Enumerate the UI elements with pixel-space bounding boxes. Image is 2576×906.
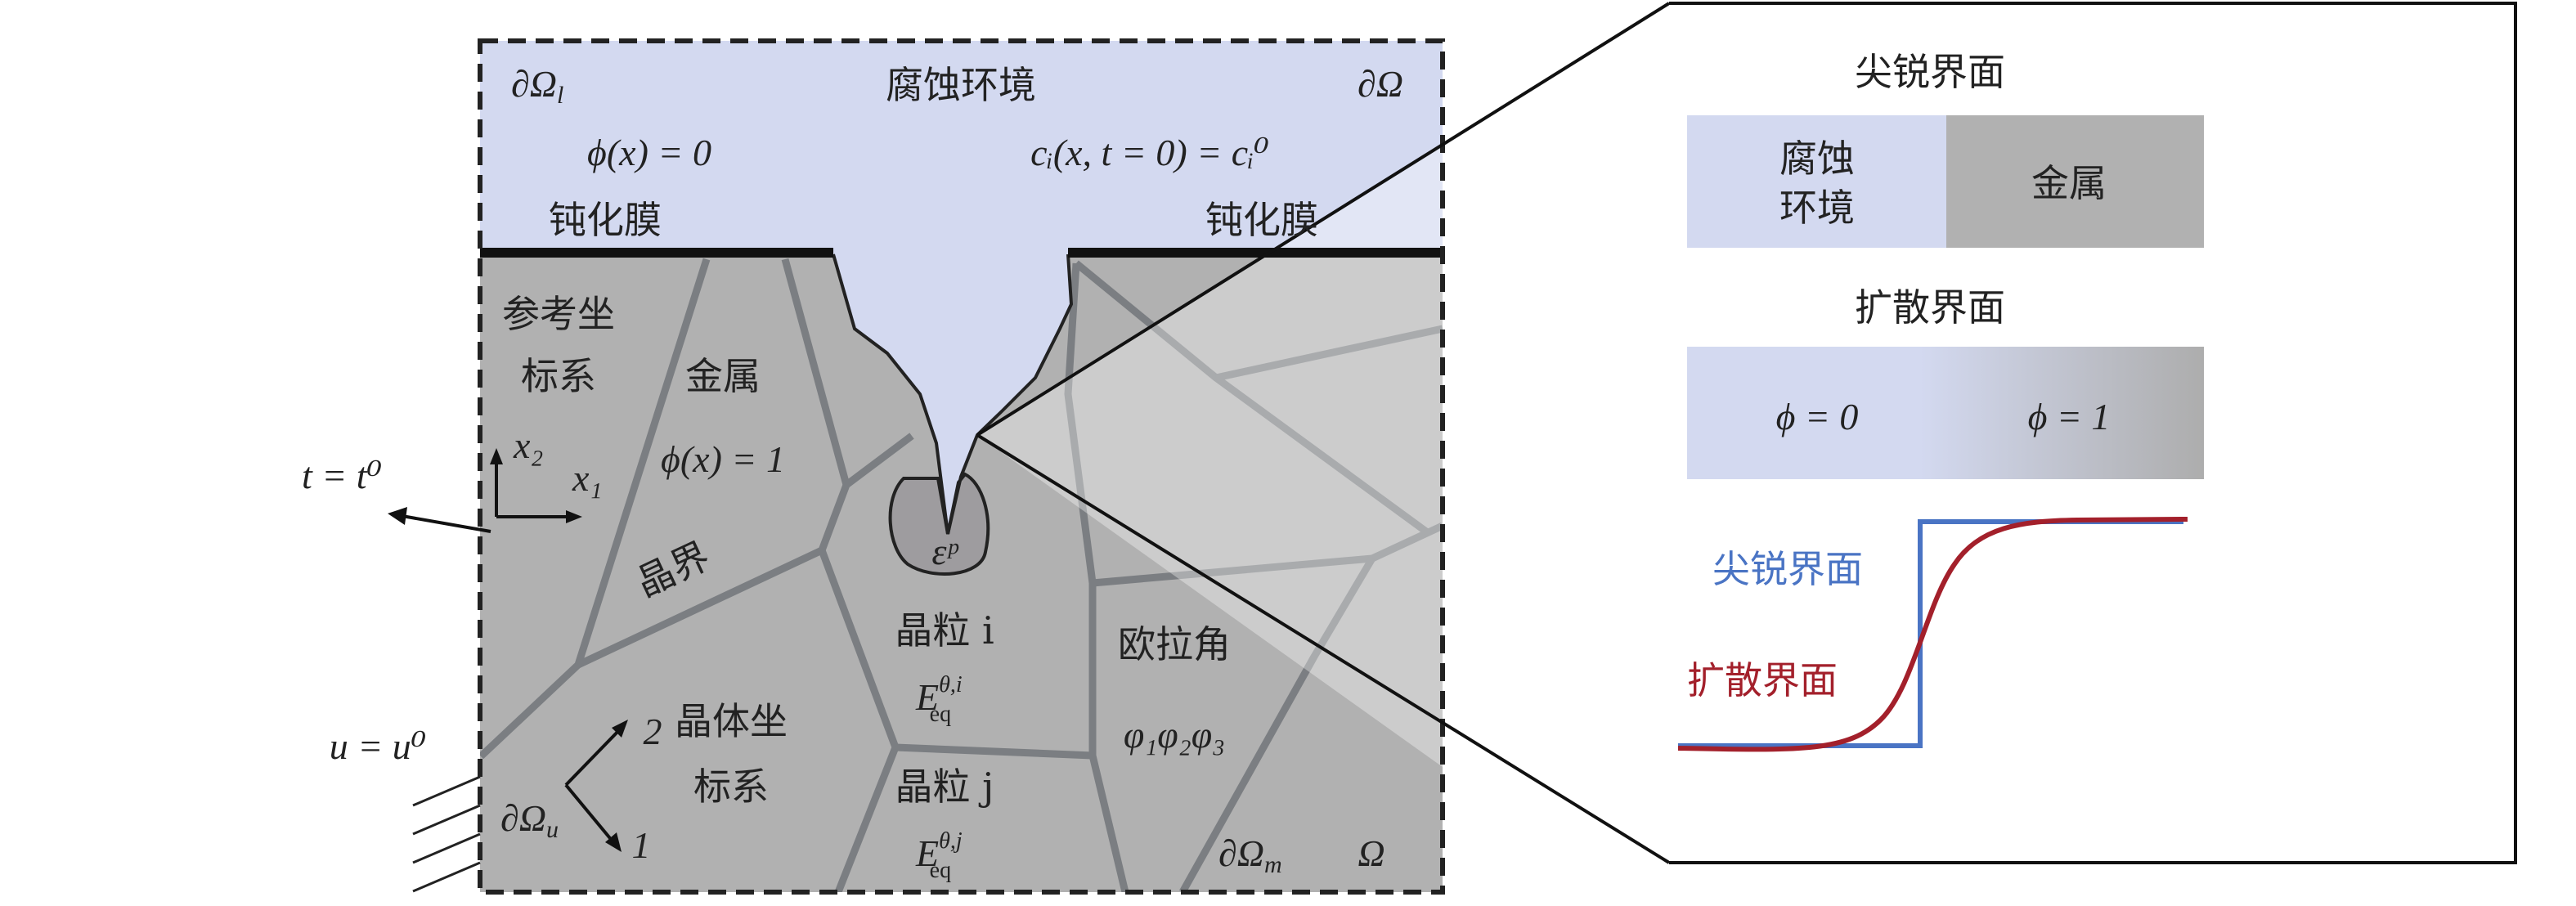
traction-arrowhead bbox=[388, 507, 407, 525]
sharp-metal-block bbox=[1946, 115, 2204, 248]
boundary-label-m: ∂Ωm bbox=[1218, 832, 1282, 878]
traction-bc-label: t = t⁰ bbox=[302, 455, 382, 496]
legend-sharp-interface: 尖锐界面 bbox=[1712, 547, 1863, 591]
boundary-label-top-right: ∂Ω bbox=[1358, 63, 1403, 105]
zoom-line-bottom bbox=[976, 433, 1671, 864]
diffuse-gradient-block bbox=[1687, 347, 2204, 479]
initial-concentration-label: cᵢ(x, t = 0) = cᵢ⁰ bbox=[1030, 132, 1269, 173]
metal-label: 金属 bbox=[685, 354, 761, 398]
pit bbox=[833, 254, 1071, 534]
omega-label: Ω bbox=[1358, 832, 1384, 874]
phi-environment-label: ϕ(x) = 0 bbox=[587, 132, 711, 173]
main-domain bbox=[478, 38, 1445, 895]
phi-metal-label: ϕ(x) = 1 bbox=[661, 438, 785, 480]
diffuse-interface-curve bbox=[1677, 517, 2188, 752]
corrosive-environment-region bbox=[480, 41, 1443, 255]
euler-angle-label: 欧拉角 bbox=[1118, 622, 1231, 666]
magnified-area-overlay bbox=[977, 144, 1443, 767]
sharp-interface-title: 尖锐界面 bbox=[1855, 50, 2005, 94]
plastic-strain-label: εᵖ bbox=[931, 531, 958, 572]
sharp-metal-label: 金属 bbox=[2031, 161, 2107, 205]
sharp-env-label-1: 腐蚀 bbox=[1779, 137, 1855, 181]
sharp-env-label-2: 环境 bbox=[1779, 186, 1855, 230]
boundary-label-u: ∂Ωu bbox=[500, 797, 559, 843]
grain-j-label: 晶粒 j bbox=[895, 765, 994, 809]
diffuse-phi0-label: ϕ = 0 bbox=[1776, 396, 1859, 437]
passive-film-label-left: 钝化膜 bbox=[549, 198, 662, 242]
crystal-coord-label-2: 标系 bbox=[693, 765, 769, 809]
reference-coord-label-2: 标系 bbox=[521, 354, 596, 398]
reference-coord-label-1: 参考坐 bbox=[502, 292, 615, 336]
crystal-axes bbox=[564, 720, 628, 852]
euler-symbols-label: φ₁φ₂φ₃ bbox=[1124, 714, 1225, 756]
displacement-bc-label: u = u⁰ bbox=[330, 725, 426, 767]
reference-axes bbox=[490, 448, 582, 523]
domain-boundary-dashed bbox=[478, 38, 1445, 895]
x2-axis-label: x₂ bbox=[513, 424, 543, 466]
crystal-coord-label-1: 晶体坐 bbox=[675, 699, 788, 743]
fixed-support-hatching bbox=[412, 775, 481, 893]
sharp-env-block bbox=[1687, 115, 1946, 248]
boundary-label-top-left: ∂Ωl bbox=[511, 63, 563, 109]
pit-outline bbox=[832, 253, 1074, 535]
legend-diffuse-interface: 扩散界面 bbox=[1687, 658, 1838, 702]
corrosive-environment-label: 腐蚀环境 bbox=[886, 63, 1036, 107]
grain-boundaries bbox=[480, 258, 1443, 892]
interface-inset: 尖锐界面 腐蚀 环境 金属 扩散界面 ϕ = 0 ϕ = 1 尖锐界面 扩散界面 bbox=[1669, 2, 2517, 864]
crystal-axis-2-label: 2 bbox=[644, 711, 662, 752]
passive-film-left bbox=[480, 248, 833, 258]
traction-arrow bbox=[397, 514, 491, 533]
diffuse-interface-title: 扩散界面 bbox=[1855, 285, 2005, 330]
plastic-zone bbox=[888, 472, 990, 576]
crystal-axis-1-label: 1 bbox=[632, 824, 651, 866]
diffuse-phi1-label: ϕ = 1 bbox=[2028, 396, 2111, 437]
passive-film-label-right: 钝化膜 bbox=[1205, 198, 1318, 242]
x1-axis-label: x₁ bbox=[572, 457, 602, 499]
zoom-line-top bbox=[976, 2, 1671, 437]
grain-i-label: 晶粒 i bbox=[895, 608, 994, 653]
passive-film-right bbox=[1068, 248, 1443, 258]
